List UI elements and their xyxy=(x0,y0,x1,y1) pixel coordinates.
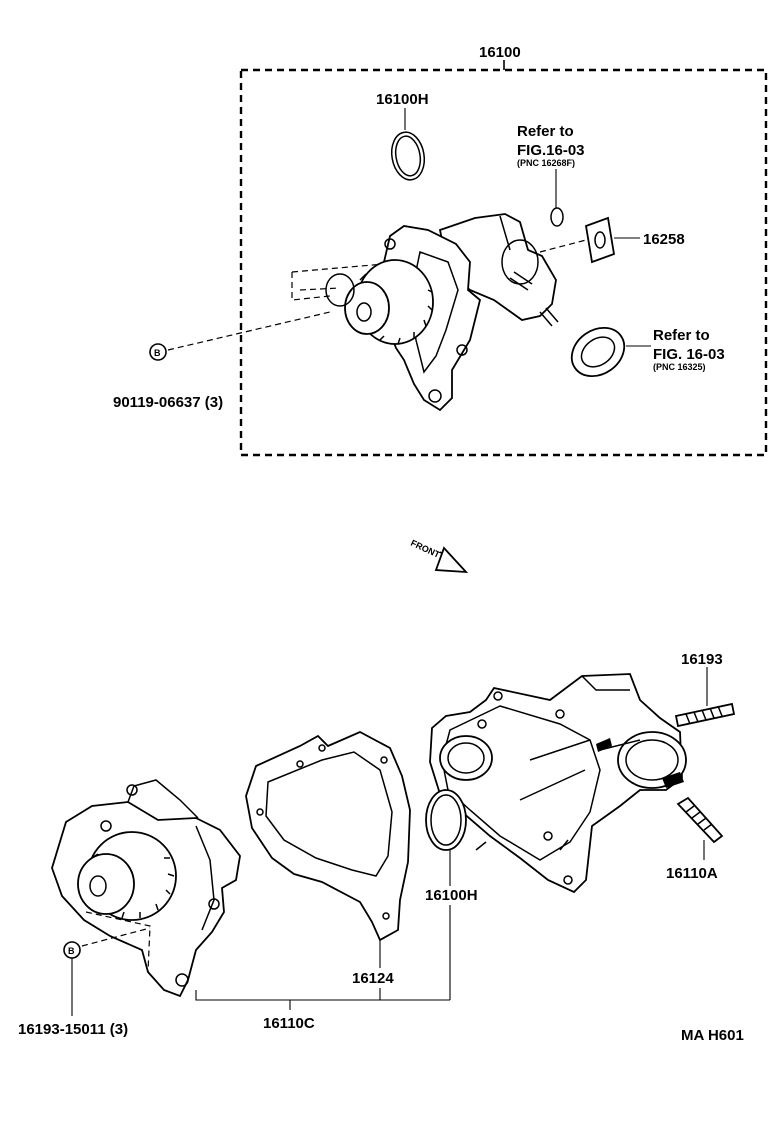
refer-label-2-line2: FIG. 16-03 xyxy=(653,346,725,363)
assembly-group: 16100 16100H Refer to FIG.16-03 (PNC 162… xyxy=(113,44,768,457)
exploded-group: 16193 16110A 16100H 16124 xyxy=(18,651,736,1038)
oring-label-bottom: 16100H xyxy=(425,887,478,904)
pump-label: 16110C xyxy=(263,1015,315,1032)
gasket-16124 xyxy=(245,731,411,942)
oring-top xyxy=(390,131,426,181)
refer-label-1-line2: FIG.16-03 xyxy=(517,142,585,159)
pump-bracket xyxy=(195,990,450,1001)
refer-label-2-pnc: (PNC 16325) xyxy=(653,362,706,372)
oil-seal xyxy=(570,326,626,378)
refer-label-2-line1: Refer to xyxy=(653,327,710,344)
assembly-label: 16100 xyxy=(479,44,521,61)
bolt-label-top: 90119-06637 (3) xyxy=(113,394,223,411)
front-label: FRONT xyxy=(409,538,442,560)
front-arrow: FRONT xyxy=(409,538,469,574)
refer-label-1-pnc: (PNC 16268F) xyxy=(517,158,575,168)
gasket-bottom-label: 16124 xyxy=(352,970,394,987)
front-arrow-head xyxy=(434,546,469,574)
water-pump-16110c xyxy=(51,779,241,998)
bolt-code-circle-top xyxy=(149,343,167,361)
water-pump-assembly xyxy=(291,213,559,412)
bolt-code-top: B xyxy=(154,348,161,358)
stud-right-label: 16110A xyxy=(666,865,718,882)
pump-housing xyxy=(429,673,687,894)
stud-top-label: 16193 xyxy=(681,651,723,668)
gasket-16258 xyxy=(584,216,616,264)
small-oring xyxy=(550,207,564,227)
oring-bottom xyxy=(425,789,467,851)
figure-code: MA H601 xyxy=(681,1027,744,1044)
bolt-code-bottom: B xyxy=(68,946,75,956)
gasket-label: 16258 xyxy=(643,231,685,248)
bolt-label-bottom: 16193-15011 (3) xyxy=(18,1021,128,1038)
stud-16193 xyxy=(674,667,736,728)
stud-16110A xyxy=(676,796,724,860)
oring-label-top: 16100H xyxy=(376,91,429,108)
refer-label-1-line1: Refer to xyxy=(517,123,574,140)
